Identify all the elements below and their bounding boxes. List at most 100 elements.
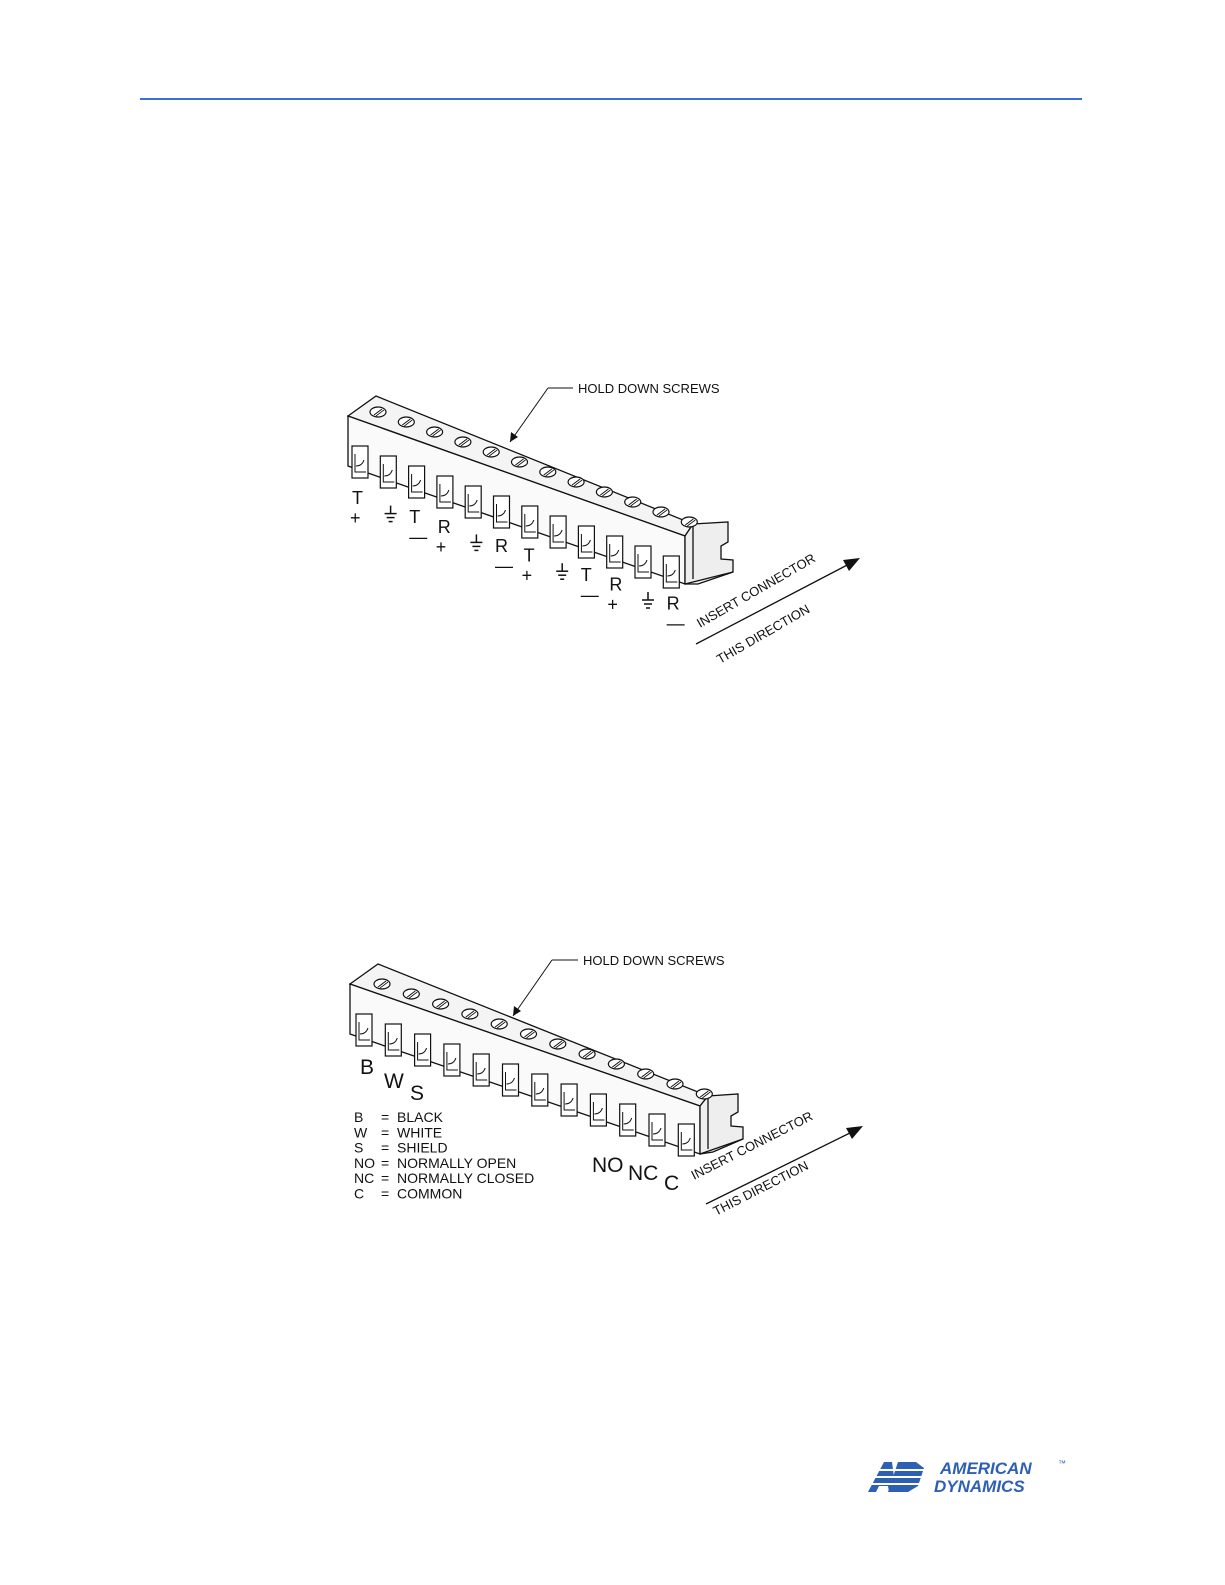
pin-label-s: S — [410, 1082, 424, 1105]
pin-label-top: R — [438, 517, 451, 537]
pin-label-group — [470, 534, 482, 550]
terminal-slot — [494, 496, 510, 528]
screw-icon — [653, 507, 669, 517]
legend-meaning: SHIELD — [397, 1140, 448, 1156]
screw-icon — [625, 497, 641, 507]
screw-icon — [483, 447, 499, 457]
legend-abbr: W — [354, 1124, 368, 1140]
pin-label-group: T— — [581, 565, 599, 605]
terminal-slot — [415, 1034, 431, 1066]
screw-icon — [455, 437, 471, 447]
legend-equals: = — [381, 1124, 389, 1140]
pin-label-group: T+ — [522, 546, 535, 586]
terminal-slot — [385, 1024, 401, 1056]
terminal-slot — [578, 526, 594, 558]
legend-abbr: B — [354, 1109, 363, 1125]
pin-label-bottom: — — [581, 585, 599, 605]
screw-icon — [596, 487, 612, 497]
legend-equals: = — [381, 1186, 389, 1202]
pin-label-group — [556, 563, 568, 579]
logo-text-american: AMERICAN — [939, 1459, 1032, 1478]
connector-diagram-1: HOLD DOWN SCREWS T+T—R+R—T+T—R+R— INSERT… — [338, 374, 886, 674]
terminal-slot — [590, 1094, 606, 1126]
terminal-slot — [635, 546, 651, 578]
screw-icon — [540, 467, 556, 477]
pin-label-group: R+ — [436, 517, 451, 557]
terminal-slot — [380, 456, 396, 488]
ground-icon — [470, 534, 482, 550]
legend-equals: = — [381, 1170, 389, 1186]
connector-2-drawing: HOLD DOWN SCREWS B W S NO NC C B=BLACKW=… — [338, 944, 886, 1224]
legend-abbr: C — [354, 1186, 364, 1202]
pin-label-no: NO — [592, 1154, 624, 1177]
legend-meaning: WHITE — [397, 1124, 442, 1140]
screw-icon — [512, 457, 528, 467]
ground-icon — [556, 563, 568, 579]
screw-icon — [398, 417, 414, 427]
logo-mark: AMERICAN DYNAMICS ™ — [858, 1456, 1078, 1496]
callout-1-arrowhead — [510, 432, 518, 442]
callout-1-label: HOLD DOWN SCREWS — [578, 381, 720, 396]
pin-label-group: T— — [409, 507, 427, 547]
logo-trademark: ™ — [1058, 1459, 1066, 1468]
terminal-slot — [444, 1044, 460, 1076]
screw-icon — [374, 979, 390, 989]
screw-icon — [491, 1019, 507, 1029]
screw-icon — [568, 477, 584, 487]
direction-2-arrowhead — [846, 1126, 863, 1139]
ground-icon — [385, 506, 397, 522]
pin-label-bottom: — — [667, 614, 685, 634]
pin-label-nc: NC — [628, 1162, 658, 1185]
legend-abbr: NC — [354, 1170, 374, 1186]
pin-label-bottom: + — [350, 508, 361, 528]
pin-label-group — [385, 506, 397, 522]
pin-label-top: R — [609, 574, 622, 594]
pin-label-top: T — [409, 507, 420, 527]
pin-label-group: T+ — [350, 488, 363, 528]
screw-icon — [550, 1039, 566, 1049]
screw-icon — [462, 1009, 478, 1019]
pin-label-bottom: — — [495, 556, 513, 576]
terminal-slot — [503, 1064, 519, 1096]
terminal-slot — [352, 446, 368, 478]
legend-equals: = — [381, 1155, 389, 1171]
callout-1-arrow-line — [510, 388, 548, 442]
connector-1-drawing: HOLD DOWN SCREWS T+T—R+R—T+T—R+R— INSERT… — [338, 374, 886, 674]
pin-label-bottom: + — [436, 537, 447, 557]
terminal-slot — [550, 516, 566, 548]
pin-label-top: T — [581, 565, 592, 585]
screw-icon — [427, 427, 443, 437]
legend-equals: = — [381, 1140, 389, 1156]
terminal-slot — [663, 556, 679, 588]
terminal-slot — [473, 1054, 489, 1086]
american-dynamics-logo: AMERICAN DYNAMICS ™ — [858, 1456, 1078, 1496]
pin-label-top: R — [667, 594, 680, 614]
terminal-slot — [620, 1104, 636, 1136]
screw-icon — [608, 1059, 624, 1069]
direction-1-arrowhead — [843, 558, 860, 571]
terminal-slot — [561, 1084, 577, 1116]
callout-2-arrow-line — [513, 960, 552, 1016]
terminal-slot — [532, 1074, 548, 1106]
terminal-slot — [437, 476, 453, 508]
pin-label-top: T — [524, 546, 535, 566]
header-rule — [140, 98, 1082, 100]
pin-label-c: C — [664, 1172, 679, 1195]
pin-label-group — [642, 592, 654, 608]
legend-meaning: NORMALLY CLOSED — [397, 1170, 534, 1186]
terminal-slot — [409, 466, 425, 498]
screw-icon — [403, 989, 419, 999]
terminal-slot — [649, 1114, 665, 1146]
screw-icon — [638, 1069, 654, 1079]
legend-abbr: S — [354, 1140, 363, 1156]
pin-label-bottom: — — [409, 527, 427, 547]
pin-label-top: R — [495, 536, 508, 556]
terminal-slot — [678, 1124, 694, 1156]
terminal-slot — [356, 1014, 372, 1046]
legend-meaning: NORMALLY OPEN — [397, 1155, 516, 1171]
callout-2-label: HOLD DOWN SCREWS — [583, 953, 725, 968]
pin-label-top: T — [352, 488, 363, 508]
screw-icon — [667, 1079, 683, 1089]
